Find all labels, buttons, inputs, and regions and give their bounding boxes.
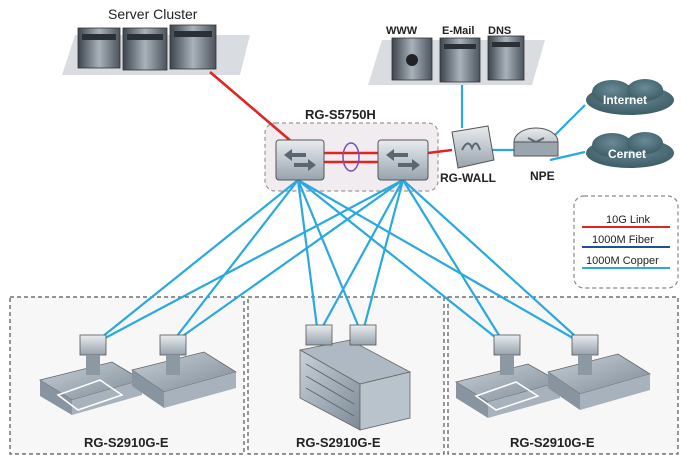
npe-label: NPE	[530, 169, 555, 183]
access-building-right-b	[547, 353, 651, 410]
core-switch-left-icon	[275, 139, 325, 181]
dns-servers-icon	[391, 35, 525, 83]
npe-router-icon	[513, 127, 559, 157]
access-building-right-a	[454, 363, 562, 418]
core-switch-right-icon	[377, 139, 429, 181]
ten-g-links	[209, 71, 453, 164]
access-mid-label: RG-S2910G-E	[296, 435, 381, 450]
internet-cloud-icon	[586, 79, 674, 115]
internet-label: Internet	[603, 93, 647, 107]
core-switch-label: RG-S5750H	[305, 107, 376, 122]
access-switch-mid-b-icon	[349, 324, 377, 346]
access-switch-mid-a-icon	[305, 324, 333, 346]
access-switch-left-b-icon	[159, 334, 187, 375]
access-switch-left-a-icon	[79, 334, 107, 375]
server-cluster-label: Server Cluster	[108, 6, 198, 22]
legend	[573, 195, 679, 289]
access-switch-right-a-icon	[493, 334, 521, 375]
www-label: WWW	[386, 25, 418, 37]
cernet-cloud-icon	[586, 132, 674, 168]
firewall-label: RG-WALL	[440, 171, 496, 185]
email-label: E-Mail	[442, 25, 474, 37]
access-left-label: RG-S2910G-E	[84, 435, 169, 450]
legend-item-copper-label: 1000M Copper	[586, 255, 659, 267]
server-cluster-icon	[77, 24, 217, 71]
link-aggregation-ring	[342, 142, 360, 172]
legend-item-fiber-label: 1000M Fiber	[592, 234, 654, 246]
copper-links	[91, 85, 586, 346]
access-switch-right-b-icon	[571, 334, 599, 375]
firewall-icon	[451, 125, 495, 169]
access-building-mid	[298, 339, 412, 431]
access-right-label: RG-S2910G-E	[510, 435, 595, 450]
dns-label: DNS	[488, 25, 511, 37]
legend-item-10g-label: 10G Link	[606, 214, 651, 226]
cernet-label: Cernet	[608, 147, 646, 161]
